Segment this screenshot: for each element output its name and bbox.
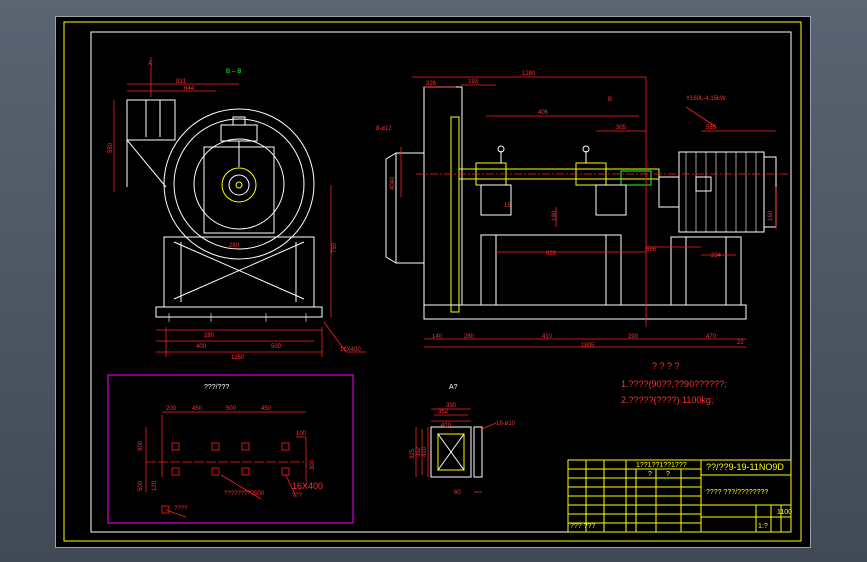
front-base-frame <box>423 304 747 320</box>
section-label-bb: B -- B <box>226 69 241 75</box>
section-mark-b: B <box>608 97 612 103</box>
sheet-frame <box>63 21 802 542</box>
title-model: ??/??9-19-11NO9D <box>706 462 784 472</box>
title-bottom-b: 1:? <box>758 523 768 530</box>
dim-160: 160 <box>768 210 774 221</box>
inlet-duct <box>126 99 176 141</box>
dim-325: 326 <box>426 81 437 87</box>
fp-dim-500-left: 500 <box>138 480 144 491</box>
dim-305: 305 <box>616 125 627 131</box>
title-bottom-left: ??? ??? <box>570 523 595 530</box>
fp-callout-hole: ?????????500 <box>224 491 265 497</box>
detail-flange-inner <box>437 433 465 471</box>
impeller-shaft-plate <box>450 116 460 313</box>
dim-b410: 410 <box>542 334 553 340</box>
fan-front-view[interactable]: 1280 193 326 406 305 555 Y160L-4,15kW B … <box>323 71 791 353</box>
dim-406: 406 <box>538 110 549 116</box>
dim-4040: 4040 <box>390 176 396 190</box>
title-head: 1??1??1??1??? <box>636 462 687 469</box>
dim-base-c: 500 <box>271 344 282 350</box>
dim-555: 555 <box>706 125 717 131</box>
dim-b1805: 1805 <box>581 343 595 349</box>
dim-height-left: 580 <box>108 142 114 153</box>
fp-callout-extra: ??? <box>292 493 303 499</box>
fp-dim-500: 500 <box>226 406 237 412</box>
dim-base-b: 400 <box>196 344 207 350</box>
detail-dim-bottom: 60 <box>454 490 461 496</box>
fp-dim-450: 450 <box>192 406 203 412</box>
fp-dim-900: 900 <box>138 440 144 451</box>
dim-base-a: 280 <box>204 333 215 339</box>
detail-flange-label: 18-ø10 <box>496 421 516 427</box>
drawing-canvas: B -- B A 831 644 580 750 280 280 400 500… <box>63 21 802 542</box>
foundation-frame <box>107 374 354 524</box>
front-view-dimensions <box>323 76 777 353</box>
title-mid-text: ???? ???/???????? <box>706 489 768 496</box>
fp-dim-450b: 450 <box>261 406 272 412</box>
cad-viewport[interactable]: B -- B A 831 644 580 750 280 280 400 500… <box>55 16 811 548</box>
motor-body <box>678 151 765 233</box>
coupling <box>620 170 652 186</box>
dim-b290: 290 <box>628 334 639 340</box>
fan-side-view[interactable]: B -- B A 831 644 580 750 280 280 400 500… <box>108 57 338 361</box>
dim-234: 234 <box>711 253 722 259</box>
base-plate <box>155 306 323 318</box>
detail-dim-side3: 410 <box>422 446 428 457</box>
dim-mid: 280 <box>229 243 240 249</box>
detail-label: A? <box>449 384 458 391</box>
fp-dim-120: 120 <box>152 480 158 491</box>
dim-15: 15 <box>504 203 511 209</box>
drawing-border <box>90 31 792 533</box>
dim-height-right: 750 <box>332 242 338 253</box>
fp-dim-100: 100 <box>296 431 307 437</box>
fp-dim-200: 200 <box>166 406 177 412</box>
volute-casing <box>163 108 315 260</box>
notes-line-1: 1.????(90??,??90??????; <box>621 379 727 389</box>
fp-callout-bolt: 16X400 <box>292 481 323 491</box>
dim-b280: 280 <box>464 334 475 340</box>
detail-flange-outer <box>430 426 472 478</box>
detail-dim-side1: 325 <box>410 448 416 459</box>
detail-dim-side2: 352 <box>416 446 422 457</box>
title-cell-r1: ? <box>648 471 652 478</box>
dim-top-inner: 644 <box>184 86 195 92</box>
notes-title: ? ? ? ? <box>652 361 680 371</box>
foundation-plan[interactable]: ???/??? 200 450 500 450 100 300 900 500 … <box>107 374 354 524</box>
bearing-hub <box>221 167 257 203</box>
dim-180: 180 <box>552 210 558 221</box>
detail-dim-top: 330 <box>446 403 457 409</box>
motor-label: Y160L-4,15kW <box>686 96 726 102</box>
dim-566: 566 <box>646 247 657 253</box>
dim-b22: 22 <box>737 340 744 346</box>
foundation-title: ???/??? <box>204 384 229 391</box>
left-view-dimensions <box>113 57 332 357</box>
dim-top-outer: 831 <box>176 79 187 85</box>
dim-top-total: 1280 <box>522 71 536 77</box>
fp-callout-bottom: ???? <box>174 506 188 512</box>
detail-dim-top2: 352 <box>438 409 449 415</box>
dim-base-total: 1250 <box>231 355 245 361</box>
notes-line-2: 2.?????(????) 1100kg; <box>621 395 713 405</box>
flange-label: 8-ø12 <box>376 126 392 132</box>
dim-926: 926 <box>546 251 557 257</box>
dim-193: 193 <box>468 79 479 85</box>
title-cell-r2: ? <box>666 471 670 478</box>
fp-dim-300: 300 <box>310 459 316 470</box>
title-block[interactable]: 1??1??1??1??? ??/??9-19-11NO9D ? ? ???? … <box>567 459 792 533</box>
bolt-callout: 16X400 <box>340 347 361 353</box>
title-bottom-code: 1100 <box>777 509 792 516</box>
technical-notes: ? ? ? ? 1.????(90??,??90??????; 2.?????(… <box>621 361 727 405</box>
detail-a-view[interactable]: A? 330 352 410 325 352 410 18-ø10 60 <box>410 384 516 496</box>
detail-dim-top3: 410 <box>441 423 452 429</box>
section-mark-a: A <box>148 61 152 67</box>
dim-b140: 140 <box>432 334 443 340</box>
fan-casing-front <box>423 86 463 306</box>
support-frame <box>163 236 315 307</box>
dim-b470: 470 <box>706 334 717 340</box>
